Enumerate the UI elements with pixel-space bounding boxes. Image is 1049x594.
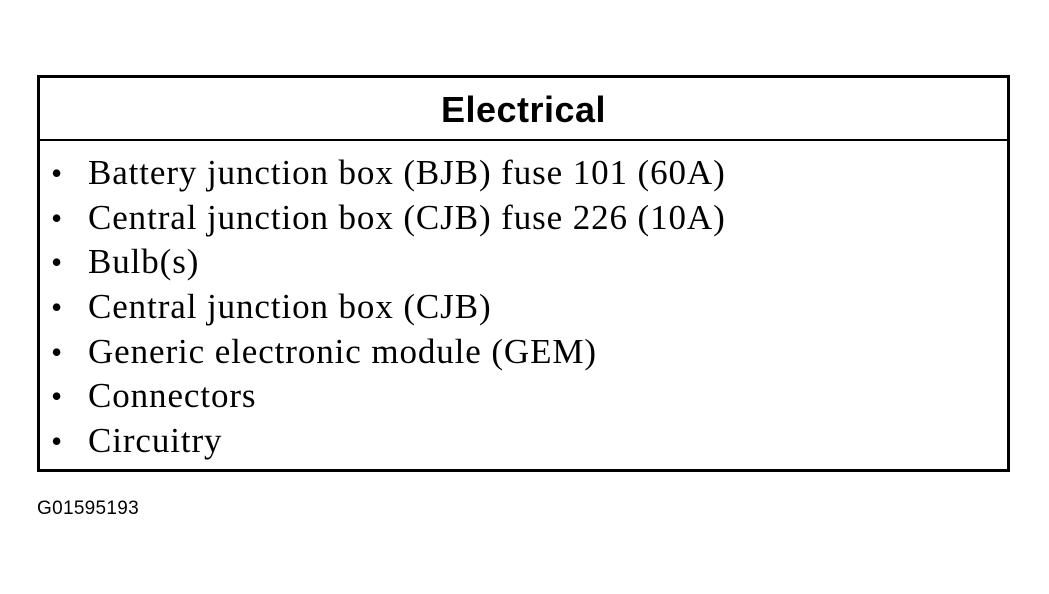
- list-item: • Bulb(s): [40, 242, 1007, 287]
- bullet-icon: •: [51, 378, 63, 415]
- list-item: • Generic electronic module (GEM): [40, 332, 1007, 377]
- list-item: • Central junction box (CJB) fuse 226 (1…: [40, 198, 1007, 243]
- list-item-label: Generic electronic module (GEM): [88, 331, 597, 371]
- bullet-icon: •: [51, 244, 63, 281]
- table-header: Electrical: [40, 78, 1007, 141]
- figure-id: G01595193: [37, 498, 140, 519]
- list-item: • Central junction box (CJB): [40, 287, 1007, 332]
- list-item-label: Central junction box (CJB): [88, 287, 492, 327]
- list-item: • Connectors: [40, 376, 1007, 421]
- list-item-label: Central junction box (CJB) fuse 226 (10A…: [88, 197, 726, 237]
- bullet-icon: •: [51, 333, 63, 370]
- electrical-checks-table: Electrical • Battery junction box (BJB) …: [37, 75, 1010, 472]
- item-list: • Battery junction box (BJB) fuse 101 (6…: [40, 141, 1007, 466]
- list-item-label: Bulb(s): [88, 242, 200, 282]
- list-item: • Circuitry: [40, 421, 1007, 466]
- list-item-label: Battery junction box (BJB) fuse 101 (60A…: [88, 153, 726, 192]
- table-title: Electrical: [440, 88, 607, 130]
- bullet-icon: •: [51, 289, 63, 326]
- bullet-icon: •: [51, 155, 63, 191]
- list-item-label: Circuitry: [88, 421, 223, 461]
- bullet-icon: •: [51, 423, 63, 460]
- bullet-icon: •: [51, 199, 63, 236]
- list-item-label: Connectors: [88, 376, 257, 416]
- list-item: • Battery junction box (BJB) fuse 101 (6…: [40, 153, 1007, 198]
